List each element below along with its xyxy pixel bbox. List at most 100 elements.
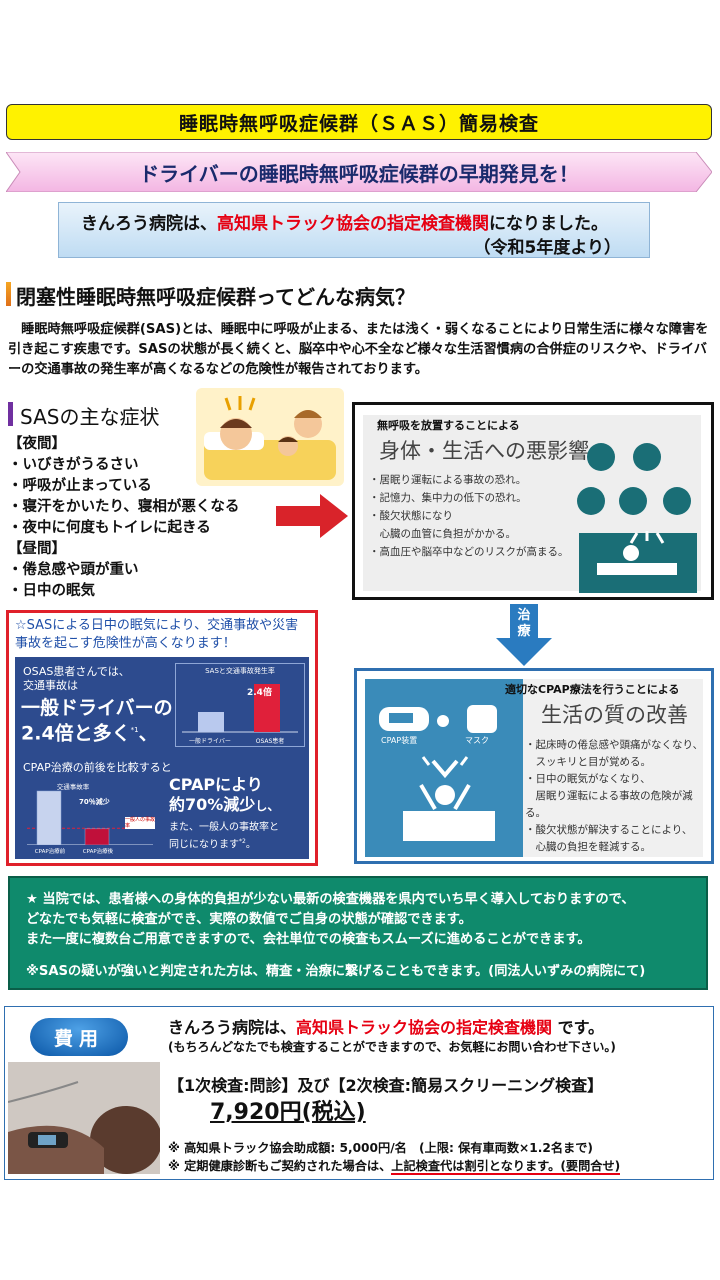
chart2-bar — [36, 790, 62, 845]
good-effect-item: ・日中の眠気がなくなり、 — [525, 773, 651, 785]
down-arrow-icon — [496, 604, 552, 666]
sleeping-man-photo — [7, 1062, 162, 1174]
bad-effect-item: ・記憶力、集中力の低下の恐れ。 — [369, 492, 527, 504]
symptom-item: ・日中の眠気 — [8, 583, 95, 599]
risk-panel: OSAS患者さんでは、 交通事故は 一般ドライバーの 2.4倍と多く*1、 SA… — [15, 657, 309, 859]
risk-osas-line: OSAS患者さんでは、 — [23, 665, 130, 678]
chart1-cat-label: 一般ドライバー — [189, 738, 231, 745]
cpap-reduction-chart: 交通事故率 70％減少 一般人の事故率 CPAP治療前 CPAP治療後 — [23, 781, 157, 855]
symptom-item: ・呼吸が止まっている — [8, 478, 152, 494]
clinic-info-line: ★ 当院では、患者様への身体的負担が少ない最新の検査機器を県内でいち早く導入して… — [26, 892, 635, 907]
symptoms-list: 【夜間】 ・いびきがうるさい ・呼吸が止まっている ・寝汗をかいたり、寝相が悪く… — [8, 434, 239, 602]
day-label: 【昼間】 — [8, 541, 66, 557]
good-effect-item: ・酸欠状態が解決することにより、 — [525, 824, 693, 836]
chart1-value-label: 2.4倍 — [247, 688, 272, 698]
bad-effects-small: 無呼吸を放置することによる — [377, 419, 520, 432]
risk-cpap-small-text: 同じになります — [169, 839, 239, 851]
clinic-info-line: また一度に複数台ご用意できますので、会社単位での検査もスムーズに進めることができ… — [26, 932, 591, 947]
cost-note2: ※ 定期健康診断もご契約された場合は、上記検査代は割引となります。(要問合せ) — [168, 1156, 621, 1175]
good-effect-item: 心臓の負担を軽減する。 — [525, 841, 651, 853]
good-effects-box: 適切なCPAP療法を行うことによる 生活の質の改善 CPAP装置 マスク ・起床… — [354, 668, 714, 864]
health-risk-icons — [577, 443, 697, 593]
notice-pre: きんろう病院は、 — [81, 214, 217, 234]
chart2-svg — [27, 790, 153, 845]
cost-line2: (もちろんどなたでも検査することができますので、お気軽にお問い合わせ下さい。) — [168, 1040, 616, 1054]
chart2-ref-label: 一般人の事故率 — [125, 817, 156, 829]
notice-year: （令和5年度より） — [473, 238, 622, 258]
treatment-char: 療 — [517, 624, 531, 639]
risk-osas-line: 交通事故は — [23, 679, 78, 692]
bad-effect-item: 心臓の血管に負担がかかる。 — [369, 528, 516, 540]
risk-box: ☆SASによる日中の眠気により、交通事故や災害事故を起こす危険性が高くなります！… — [6, 610, 318, 866]
bad-effects-title: 身体・生活への悪影響 — [379, 439, 589, 463]
risk-big-line-2: 2.4倍と多く*1、 — [21, 719, 173, 744]
clinic-info-line: ※SASの疑いが強いと判定された方は、精査・治療に繋げることもできます。(同法人… — [26, 964, 646, 979]
risk-note2: *2 — [239, 838, 246, 845]
risk-cpap-big-text: 約70%減少 — [169, 795, 256, 814]
notice-highlight: 高知県トラック協会の指定検査機関 — [217, 214, 489, 234]
risk-big-line: 一般ドライバーの — [21, 697, 173, 719]
page-title-text: 睡眠時無呼吸症候群（ＳＡＳ）簡易検査 — [178, 112, 539, 135]
good-effect-item: スッキリと目が覚める。 — [525, 756, 651, 768]
device1-label: CPAP装置 — [381, 736, 418, 745]
bad-effect-item: ・高血圧や脳卒中などのリスクが高まる。 — [369, 546, 569, 558]
risk-cpap-big: CPAPにより — [169, 775, 263, 794]
chart2-title: 交通事故率 — [56, 783, 90, 791]
cost-line1: きんろう病院は、高知県トラック協会の指定検査機関 です。 — [168, 1014, 604, 1038]
cost-note1: ※ 高知県トラック協会助成額: 5,000円/名 (上限: 保有車両数×1.2名… — [168, 1141, 593, 1155]
banner: ドライバーの睡眠時無呼吸症候群の早期発見を！ — [6, 152, 712, 192]
designation-notice: きんろう病院は、高知県トラック協会の指定検査機関になりました。 （令和5年度より… — [58, 202, 650, 258]
treatment-char: 治 — [517, 608, 531, 623]
section-heading: 閉塞性睡眠時無呼吸症候群ってどんな病気？ — [16, 285, 415, 309]
chart2-bar — [84, 828, 110, 845]
chart1-title: SASと交通事故発生率 — [205, 667, 275, 675]
symptoms-heading: SASの主な症状 — [20, 405, 160, 429]
right-arrow-icon — [276, 494, 348, 538]
bad-effect-item: ・酸欠状態になり — [369, 510, 453, 522]
cost-note2-pre: ※ 定期健康診断もご契約された場合は、 — [168, 1159, 392, 1173]
notice-post: になりました。 — [489, 214, 608, 234]
risk-cpap-big-2: 約70%減少し、 — [169, 795, 279, 816]
cost-line1-post: です。 — [552, 1018, 605, 1037]
sleeping-icon — [204, 396, 336, 480]
accident-rate-chart: SASと交通事故発生率 一般ドライバー OSAS患者 — [175, 663, 305, 747]
chart1-cat-label: OSAS患者 — [255, 738, 285, 745]
risk-cpap-compare: CPAP治療の前後を比較すると — [23, 761, 172, 774]
section-body: 睡眠時無呼吸症候群(SAS)とは、睡眠中に呼吸が止まる、または浅く・弱くなること… — [8, 322, 709, 377]
cost-note2-underlined: 上記検査代は割引となります。(要問合せ) — [391, 1159, 621, 1175]
bad-effect-item: ・居眠り運転による事故の恐れ。 — [369, 474, 527, 486]
sleeping-man-icon — [7, 1062, 162, 1174]
banner-shape — [6, 152, 712, 192]
chart1-bar — [198, 712, 224, 732]
section-marker — [6, 282, 11, 306]
risk-big-tail: 、 — [138, 722, 158, 745]
symptom-item: ・倦怠感や頭が重い — [8, 562, 139, 578]
cost-exam: 【1次検査:問診】及び【2次検査:簡易スクリーニング検査】 — [168, 1076, 604, 1095]
risk-cpap-small: また、一般人の事故率と — [169, 822, 279, 833]
good-effect-item: 居眠り運転による事故の危険が減る。 — [525, 790, 693, 819]
risk-big-text: 2.4倍と多く — [21, 722, 131, 745]
cost-line1-highlight: 高知県トラック協会の指定検査機関 — [296, 1018, 553, 1037]
symptom-item: ・夜中に何度もトイレに起きる — [8, 520, 211, 536]
cpap-device-icon — [379, 705, 497, 841]
symptoms-marker — [8, 402, 13, 426]
risk-cpap-small-2: 同じになります*2。 — [169, 835, 279, 852]
sleeping-illustration — [196, 388, 344, 486]
clinic-info-line: どなたでも気軽に検査ができ、実際の数値でご自身の状態が確認できます。 — [26, 912, 472, 927]
banner-text: ドライバーの睡眠時無呼吸症候群の早期発見を！ — [139, 161, 579, 186]
chart2-cat-label: CPAP治療前 — [34, 849, 66, 855]
cost-line1-pre: きんろう病院は、 — [168, 1018, 297, 1037]
risk-header: ☆SASによる日中の眠気により、交通事故や災害事故を起こす危険性が高くなります！ — [15, 618, 299, 651]
chart2-cat-label: CPAP治療後 — [82, 849, 114, 855]
clinic-info-box: ★ 当院では、患者様への身体的負担が少ない最新の検査機器を県内でいち早く導入して… — [8, 876, 708, 990]
good-effects-small: 適切なCPAP療法を行うことによる — [505, 683, 680, 696]
cost-pill: 費用 — [30, 1018, 128, 1056]
cost-price: 7,920円(税込) — [210, 1100, 366, 1125]
symptom-item: ・いびきがうるさい — [8, 457, 139, 473]
bad-effects-box: 無呼吸を放置することによる 身体・生活への悪影響 ・居眠り運転による事故の恐れ。… — [352, 402, 714, 600]
chart2-value-label: 70％減少 — [79, 798, 110, 806]
good-effect-item: ・起床時の倦怠感や頭痛がなくなり、 — [525, 739, 704, 751]
page-title: 睡眠時無呼吸症候群（ＳＡＳ）簡易検査 — [6, 104, 712, 140]
risk-note1: *1 — [130, 726, 139, 734]
risk-cpap-small-tail: 。 — [245, 839, 256, 851]
